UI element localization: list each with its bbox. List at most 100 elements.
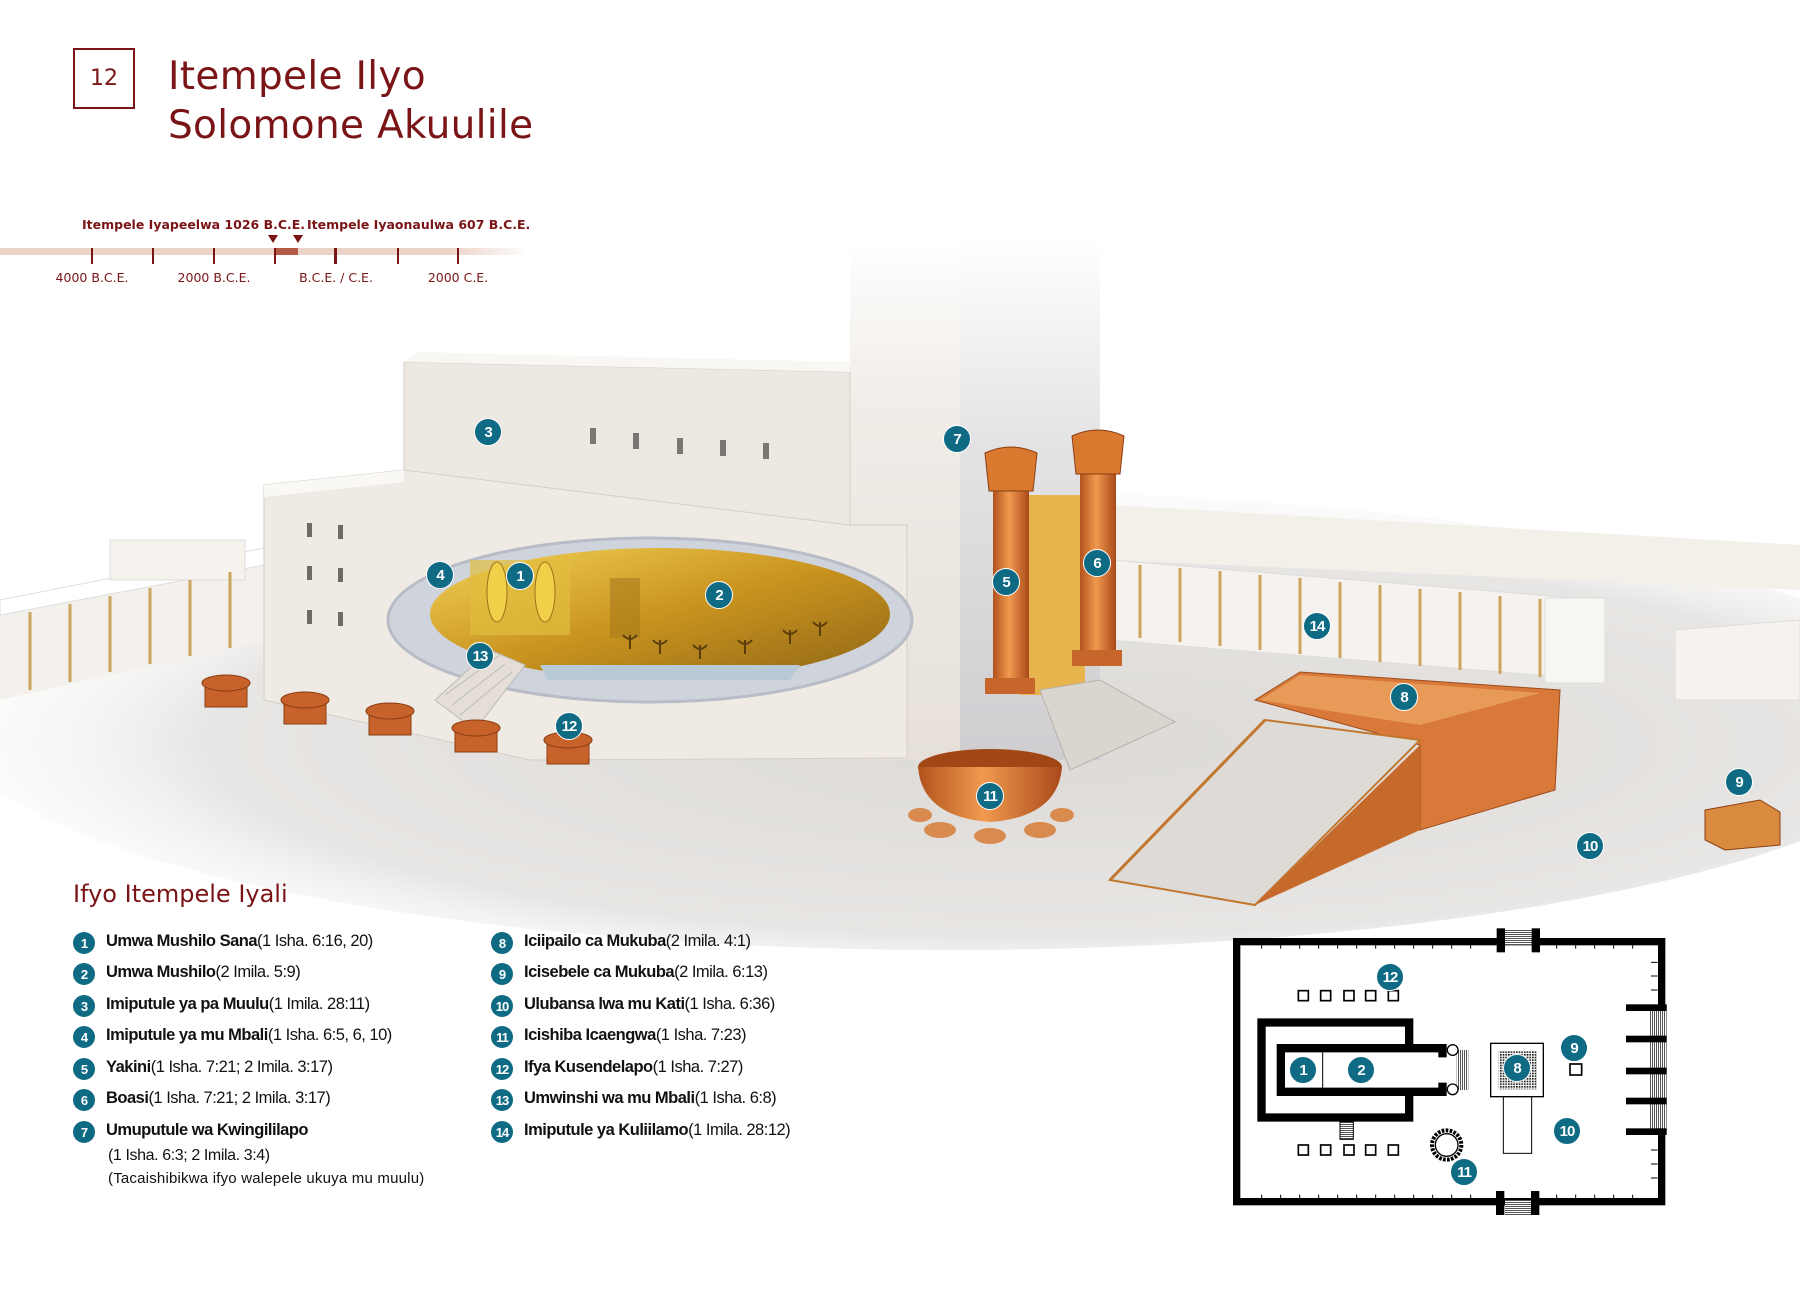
legend-badge: 5 — [73, 1058, 95, 1080]
legend-item: 7 Umuputule wa Kwingililapo — [73, 1121, 309, 1143]
legend-item-name: Icisebele ca Mukuba — [524, 963, 675, 981]
legend-badge: 7 — [73, 1121, 95, 1143]
cherub-statues — [486, 561, 556, 623]
legend-item-ref: (1 Isha. 7:23) — [655, 1026, 747, 1044]
illustration-badge-5: 5 — [992, 568, 1020, 596]
legend-item-name: Umwinshi wa mu Mbali — [524, 1089, 695, 1107]
timeline-bar — [0, 248, 530, 255]
timeline-temple-span — [274, 248, 298, 255]
timeline-tick — [457, 248, 459, 264]
lampstands — [622, 621, 828, 659]
legend-badge: 1 — [73, 932, 95, 954]
right-courtyard-wall — [1109, 505, 1800, 701]
legend-item: 13 Umwinshi wa mu Mbali (1 Isha. 6:8) — [491, 1089, 777, 1111]
built-marker-icon — [268, 235, 278, 243]
top-gate — [1496, 928, 1540, 953]
timeline-tick-label: 2000 B.C.E. — [177, 270, 251, 285]
illustration-badge-3: 3 — [474, 418, 502, 446]
legend-item-name: Yakini — [106, 1058, 151, 1076]
legend-badge: 13 — [491, 1089, 513, 1111]
destroyed-marker-icon — [293, 235, 303, 243]
illustration-badge-11: 11 — [976, 782, 1004, 810]
legend-item-ref: (1 Isha. 6:8) — [694, 1089, 777, 1107]
timeline: Itempele Iyapeelwa 1026 B.C.E. Itempele … — [0, 210, 540, 290]
legend-item-name: Icishiba Icaengwa — [524, 1026, 656, 1044]
carts-plan — [1297, 989, 1400, 1156]
timeline-destroyed-label: Itempele Iyaonaulwa 607 B.C.E. — [307, 217, 531, 232]
timeline-tick-label: B.C.E. / C.E. — [299, 270, 373, 285]
legend-item-ref: (1 Isha. 7:21; 2 Imila. 3:17) — [150, 1058, 333, 1076]
legend-item: 2 Umwa Mushilo (2 Imila. 5:9) — [73, 963, 301, 985]
illustration-badge-7: 7 — [943, 425, 971, 453]
legend-item-name: Umwa Mushilo Sana — [106, 932, 258, 950]
side-stairway — [434, 649, 526, 731]
floor-plan: 1 2 8 9 10 11 12 — [1220, 910, 1680, 1220]
timeline-built-label: Itempele Iyapeelwa 1026 B.C.E. — [82, 217, 306, 232]
legend-item-ref: (1 Isha. 6:16, 20) — [257, 932, 373, 950]
timeline-tick-label: 4000 B.C.E. — [55, 270, 129, 285]
porch-steps — [1039, 679, 1177, 771]
illustration-badge-4: 4 — [426, 561, 454, 589]
plan-badge-10: 10 — [1553, 1117, 1581, 1145]
illustration-badge-8: 8 — [1390, 683, 1418, 711]
legend-item-name: Boasi — [106, 1089, 149, 1107]
illustration-badge-13: 13 — [466, 642, 494, 670]
left-colonnade — [0, 539, 265, 700]
legend-item-ref: (1 Isha. 6:3; 2 Imila. 3:4) — [108, 1147, 270, 1164]
plan-badge-1: 1 — [1289, 1056, 1317, 1084]
plan-badge-2: 2 — [1347, 1056, 1375, 1084]
legend-badge: 8 — [491, 932, 513, 954]
east-gate — [1626, 1004, 1667, 1135]
temple-sanctuary — [1276, 1044, 1469, 1140]
legend-item-name: Imiputule ya Kuliilamo — [524, 1121, 689, 1139]
timeline-tick — [152, 248, 154, 264]
illustration-badge-12: 12 — [555, 712, 583, 740]
legend-item-name: Imiputule ya pa Muulu — [106, 995, 269, 1013]
page-number-box: 12 — [73, 48, 135, 109]
legend-item-ref: (1 Imila. 28:12) — [688, 1121, 791, 1139]
legend-item-name: Ifya Kusendelapo — [524, 1058, 653, 1076]
legend-badge: 11 — [491, 1026, 513, 1048]
timeline-tick-label: 2000 C.E. — [427, 270, 489, 285]
page-number: 12 — [90, 66, 118, 91]
timeline-tick — [397, 248, 399, 264]
illustration-badge-2: 2 — [705, 581, 733, 609]
illustration-badge-1: 1 — [506, 562, 534, 590]
legend-item-ref: (1 Imila. 28:11) — [268, 995, 370, 1013]
legend-item-name: Ulubansa lwa mu Kati — [524, 995, 685, 1013]
legend-title: Ifyo Itempele Iyali — [73, 880, 288, 908]
legend-item-ref: (2 Imila. 5:9) — [215, 963, 301, 981]
legend-item-ref: (1 Isha. 6:36) — [684, 995, 776, 1013]
legend-item: 1 Umwa Mushilo Sana (1 Isha. 6:16, 20) — [73, 932, 373, 954]
legend-badge: 4 — [73, 1026, 95, 1048]
page-title-line-1: Itempele Ilyo — [168, 54, 426, 99]
stand-plan — [1569, 1063, 1583, 1076]
legend-item-name: Umwa Mushilo — [106, 963, 216, 981]
plan-badge-12: 12 — [1376, 963, 1404, 991]
legend-item: 5 Yakini (1 Isha. 7:21; 2 Imila. 3:17) — [73, 1058, 333, 1080]
legend-badge: 2 — [73, 963, 95, 985]
illustration-badge-9: 9 — [1725, 768, 1753, 796]
legend-item: 9 Icisebele ca Mukuba (2 Imila. 6:13) — [491, 963, 768, 985]
legend-item-ref: (2 Imila. 6:13) — [674, 963, 768, 981]
legend-badge: 10 — [491, 995, 513, 1017]
legend-item-ref: (1 Isha. 7:21; 2 Imila. 3:17) — [148, 1089, 331, 1107]
legend-badge: 12 — [491, 1058, 513, 1080]
timeline-tick — [91, 248, 93, 264]
legend-badge: 9 — [491, 963, 513, 985]
legend-item: 14 Imiputule ya Kuliilamo (1 Imila. 28:12… — [491, 1121, 791, 1143]
illustration-badge-10: 10 — [1576, 832, 1604, 860]
timeline-tick — [274, 248, 276, 264]
legend-badge: 14 — [491, 1121, 513, 1143]
page-title-line-2: Solomone Akuulile — [168, 103, 534, 148]
legend-item-name: Umuputule wa Kwingililapo — [106, 1121, 309, 1139]
plan-badge-9: 9 — [1560, 1034, 1588, 1062]
legend-item-name: Iciipailo ca Mukuba — [524, 932, 666, 950]
bottom-gate — [1496, 1191, 1540, 1215]
legend-item: 10 Ulubansa lwa mu Kati (1 Isha. 6:36) — [491, 995, 775, 1017]
timeline-tick — [213, 248, 215, 264]
